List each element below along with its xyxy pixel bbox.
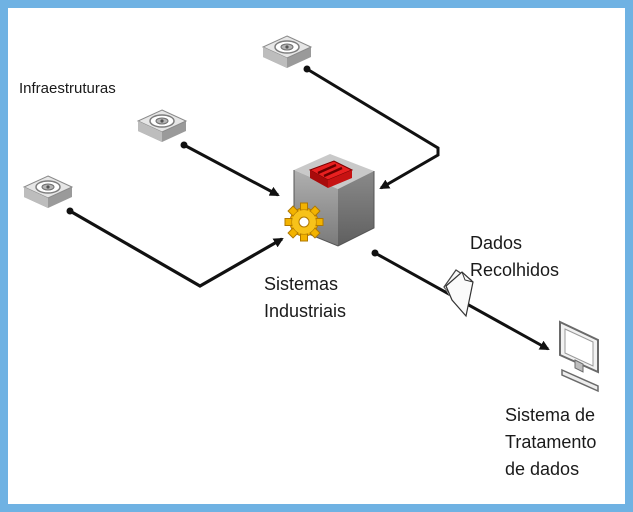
collected-data-label-line1: Dados: [470, 233, 523, 253]
arrow-valve-middle: [183, 143, 280, 197]
industrial-systems-label-line1: Sistemas: [264, 274, 339, 294]
document-icon: [443, 269, 474, 318]
infrastructures-label: Infraestruturas: [19, 80, 116, 97]
industrial-systems-label-line2: Industriais: [264, 301, 347, 321]
valve-icon: [137, 109, 187, 143]
treatment-system-label-line2: Tratamento: [505, 432, 597, 452]
diagram-frame: [8, 8, 625, 504]
collected-data-label-line2: Recolhidos: [470, 260, 560, 280]
valve-icon: [262, 35, 312, 69]
gear-icon: [284, 202, 324, 242]
arrow-valve-left: [69, 209, 284, 288]
valve-icon: [23, 175, 73, 209]
computer-icon: [559, 320, 599, 393]
arrow-valve-top: [306, 67, 440, 190]
treatment-system-label-line3: de dados: [505, 459, 580, 479]
treatment-system-label-line1: Sistema de: [505, 405, 596, 425]
